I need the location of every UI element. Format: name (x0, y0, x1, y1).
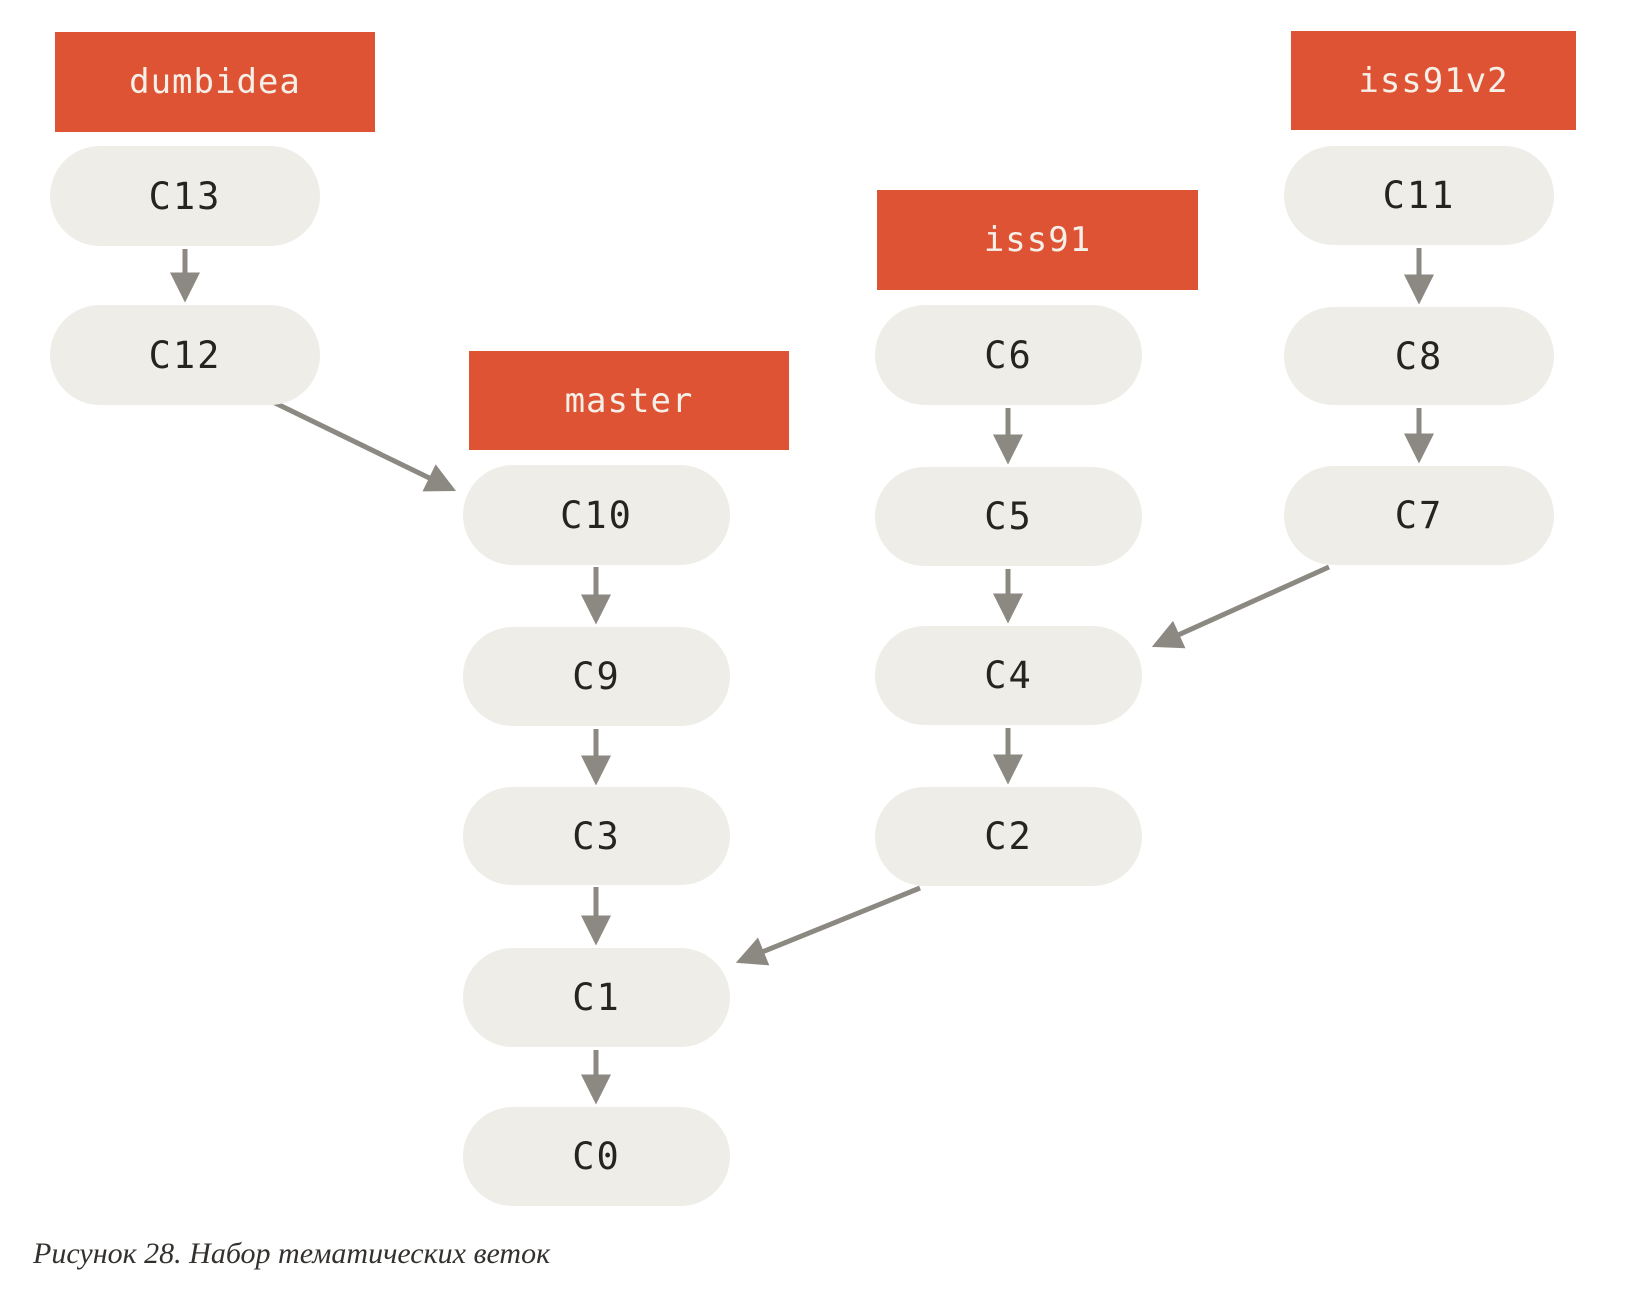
commit-c10: C10 (463, 465, 730, 565)
commit-c11: C11 (1284, 146, 1554, 245)
commit-c6: C6 (875, 305, 1142, 405)
edge-c2-c1 (735, 885, 921, 966)
commit-c3: C3 (463, 787, 730, 885)
commit-c5: C5 (875, 467, 1142, 566)
figure-caption: Рисунок 28. Набор тематических веток (33, 1237, 551, 1270)
commit-c12: C12 (50, 305, 320, 405)
edge-c12-c10 (269, 398, 457, 492)
branch-label-dumbidea: dumbidea (55, 32, 375, 132)
commit-c8: C8 (1284, 307, 1554, 405)
commit-c1: C1 (463, 948, 730, 1047)
branch-label-master: master (469, 351, 789, 450)
commit-c4: C4 (875, 626, 1142, 725)
commit-c13: C13 (50, 146, 320, 246)
commit-c0: C0 (463, 1107, 730, 1206)
edge-c7-c4 (1151, 564, 1331, 649)
commit-c2: C2 (875, 787, 1142, 886)
commit-c9: C9 (463, 627, 730, 726)
commit-c7: C7 (1284, 466, 1554, 565)
branch-label-iss91v2: iss91v2 (1291, 31, 1576, 130)
branch-label-iss91: iss91 (877, 190, 1198, 290)
